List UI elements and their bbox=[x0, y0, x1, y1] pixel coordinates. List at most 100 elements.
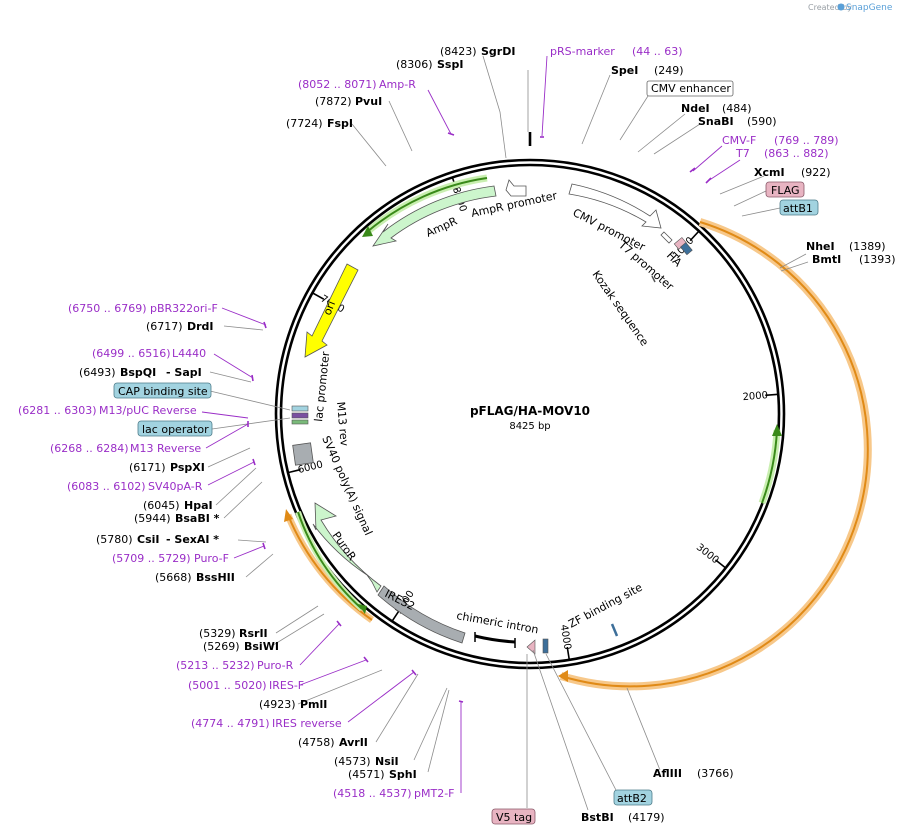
svg-text:BsaBI *: BsaBI * bbox=[175, 512, 220, 525]
svg-text:BmtI: BmtI bbox=[812, 253, 841, 266]
attb1-shape bbox=[680, 242, 693, 256]
orf-arrowhead bbox=[558, 670, 568, 682]
label-attb1: attB1 bbox=[779, 199, 819, 216]
svg-text:(4923): (4923) bbox=[259, 698, 296, 711]
label-rsrii: (5329) RsrII bbox=[199, 627, 268, 640]
ampr-green-arc bbox=[366, 177, 488, 233]
svg-text:FLAG: FLAG bbox=[771, 184, 800, 197]
svg-text:Puro-F: Puro-F bbox=[194, 552, 229, 565]
tick-marks: 10002000300040005000600070008000 bbox=[287, 177, 779, 661]
svg-text:(4571): (4571) bbox=[348, 768, 385, 781]
orf-arc bbox=[560, 221, 869, 688]
svg-text:(6083 .. 6102): (6083 .. 6102) bbox=[67, 480, 146, 493]
created-by-text: Created by bbox=[808, 3, 852, 12]
svg-text:(4518 .. 4537): (4518 .. 4537) bbox=[333, 787, 412, 800]
svg-text:(4573): (4573) bbox=[334, 755, 371, 768]
svg-text:(4758): (4758) bbox=[298, 736, 335, 749]
svg-text:CMV-F: CMV-F bbox=[722, 134, 756, 147]
orf-green-highlight bbox=[758, 429, 781, 505]
svg-text:(5001 .. 5020): (5001 .. 5020) bbox=[188, 679, 267, 692]
label-nsii: (4573) NsiI bbox=[334, 755, 399, 768]
primer-caps bbox=[247, 132, 712, 703]
svg-text:(7872): (7872) bbox=[315, 95, 352, 108]
puro-orange-arc bbox=[287, 514, 373, 621]
chimeric-intron-label: chimeric intron bbox=[455, 609, 539, 636]
backbone-outer-strand bbox=[274, 158, 786, 670]
ampr-green-arrowhead bbox=[362, 226, 373, 237]
label-cmvf: CMV-F (769 .. 789) bbox=[722, 134, 839, 147]
svg-text:(5329): (5329) bbox=[199, 627, 236, 640]
svg-text:NheI: NheI bbox=[806, 240, 835, 253]
tick-label-3000: 3000 bbox=[694, 542, 721, 566]
ori-label: ori bbox=[321, 299, 338, 317]
svg-text:XcmI: XcmI bbox=[754, 166, 785, 179]
tick-mark-6000 bbox=[287, 468, 301, 474]
label-cmv-enhancer: CMV enhancer bbox=[646, 80, 734, 97]
zf-binding-label: ZF binding site bbox=[566, 581, 644, 631]
svg-text:(6281 .. 6303): (6281 .. 6303) bbox=[18, 404, 97, 417]
tick-label-2000: 2000 bbox=[742, 390, 768, 403]
svg-text:PspXI: PspXI bbox=[170, 461, 205, 474]
backbone-inner-strand bbox=[279, 163, 781, 665]
puro-green-arrowhead bbox=[358, 604, 367, 614]
tick-mark-2000 bbox=[765, 393, 779, 397]
leader-lines bbox=[201, 55, 809, 811]
label-fspi: (7724) FspI bbox=[286, 117, 353, 130]
svg-text:L4440: L4440 bbox=[172, 347, 206, 360]
tick-mark-5000 bbox=[391, 610, 400, 622]
label-csii: (5780) CsiI - SexAI * bbox=[96, 533, 219, 546]
svg-text:(922): (922) bbox=[801, 166, 831, 179]
svg-text:SnaBI: SnaBI bbox=[698, 115, 734, 128]
svg-text:SgrDI: SgrDI bbox=[481, 45, 515, 58]
label-sphi: (4571) SphI bbox=[348, 768, 417, 781]
svg-text:HpaI: HpaI bbox=[184, 499, 213, 512]
svg-text:(863 .. 882): (863 .. 882) bbox=[764, 147, 829, 160]
attb2-shape bbox=[542, 638, 549, 654]
ampr-label: AmpR bbox=[424, 214, 460, 239]
cmv-promoter-arrow bbox=[568, 183, 662, 229]
svg-text:(6499 .. 6516): (6499 .. 6516) bbox=[92, 347, 171, 360]
label-bstbi: BstBI (4179) bbox=[581, 811, 665, 824]
svg-text:DrdI: DrdI bbox=[187, 320, 214, 333]
label-spei: SpeI (249) bbox=[611, 64, 684, 77]
label-iresrev: (4774 .. 4791) IRES reverse bbox=[191, 717, 342, 730]
lac-promoter-label: lac promoter bbox=[312, 350, 332, 422]
label-aflii: AflIII (3766) bbox=[653, 767, 734, 780]
m13-rev-label: M13 rev bbox=[334, 401, 351, 447]
label-v5-tag: V5 tag bbox=[491, 808, 536, 825]
svg-text:M13/pUC Reverse: M13/pUC Reverse bbox=[99, 404, 197, 417]
label-m13-reverse: (6268 .. 6284) M13 Reverse bbox=[50, 442, 201, 455]
svg-text:NdeI: NdeI bbox=[681, 102, 710, 115]
svg-text:(1393): (1393) bbox=[859, 253, 896, 266]
svg-text:lac operator: lac operator bbox=[142, 423, 209, 436]
orf-green-arrowhead bbox=[772, 424, 782, 436]
svg-text:(6717): (6717) bbox=[146, 320, 183, 333]
ires2-shape bbox=[377, 585, 466, 644]
t7-promoter-label: T7 promoter bbox=[615, 238, 676, 294]
svg-text:BsiWI: BsiWI bbox=[244, 640, 279, 653]
kozak-mark bbox=[651, 275, 656, 283]
svg-text:(7724): (7724) bbox=[286, 117, 323, 130]
svg-text:AvrII: AvrII bbox=[339, 736, 368, 749]
svg-text:(4179): (4179) bbox=[628, 811, 665, 824]
label-pmt2f: (4518 .. 4537) pMT2-F bbox=[333, 787, 455, 800]
label-hpai: (6045) HpaI bbox=[143, 499, 213, 512]
label-iresf: (5001 .. 5020) IRES-F bbox=[188, 679, 304, 692]
label-drdi: (6717) DrdI bbox=[146, 320, 214, 333]
svg-text:attB2: attB2 bbox=[617, 792, 647, 805]
sv40-polya-shape bbox=[292, 442, 314, 466]
svg-text:(4774 .. 4791): (4774 .. 4791) bbox=[191, 717, 270, 730]
svg-text:(8052 .. 8071): (8052 .. 8071) bbox=[298, 78, 377, 91]
svg-text:(1389): (1389) bbox=[849, 240, 886, 253]
svg-text:CMV enhancer: CMV enhancer bbox=[651, 82, 731, 95]
svg-text:CAP binding site: CAP binding site bbox=[118, 385, 208, 398]
m13-rev-shape bbox=[291, 419, 309, 425]
label-puror: (5213 .. 5232) Puro-R bbox=[176, 659, 294, 672]
svg-text:RsrII: RsrII bbox=[239, 627, 268, 640]
tick-label-4000: 4000 bbox=[558, 624, 573, 651]
ori-arrow bbox=[304, 263, 359, 358]
label-bsabi: (5944) BsaBI * bbox=[134, 512, 220, 525]
svg-text:(590): (590) bbox=[747, 115, 777, 128]
t7-promoter-arrow bbox=[660, 231, 673, 244]
